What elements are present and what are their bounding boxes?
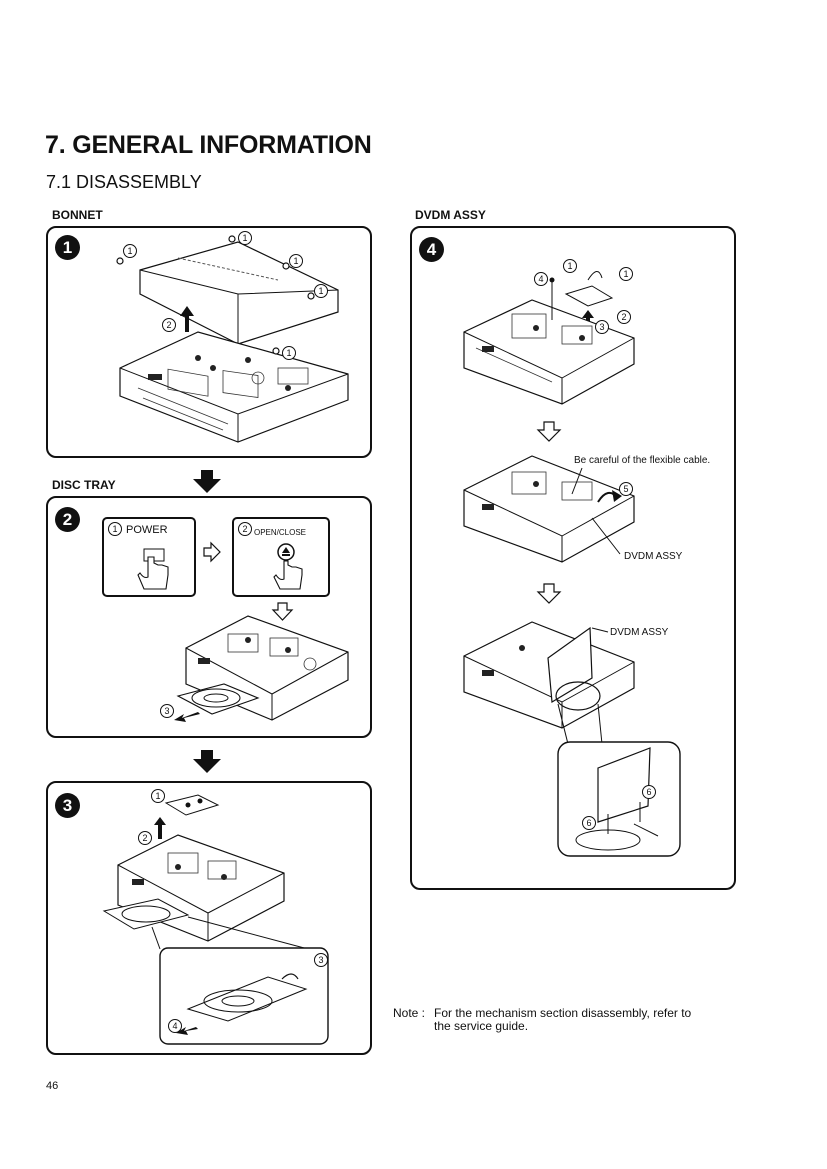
pointing-hand-icon: [137, 548, 169, 590]
note-line-1: For the mechanism section disassembly, r…: [434, 1006, 692, 1020]
callout-3: 3: [595, 320, 609, 334]
page-title: 7. GENERAL INFORMATION: [45, 131, 372, 159]
callout-3: 3: [160, 704, 174, 718]
callout-2: 2: [238, 522, 252, 536]
down-arrow-icon: [193, 750, 221, 773]
open-close-label: OPEN/CLOSE: [254, 528, 307, 537]
down-hollow-arrow-icon: [271, 602, 294, 621]
callout-1: 1: [563, 259, 577, 273]
down-arrow-icon: [193, 470, 221, 493]
callout-1: 1: [238, 231, 252, 245]
step-1-badge: 1: [55, 235, 80, 260]
dvdm-assy-label: DVDM ASSY: [624, 551, 683, 562]
page-number: 46: [46, 1080, 59, 1092]
disc-tray-panel: 2 1 POWER 2 OPEN/CLOSE: [46, 496, 372, 738]
callout-6: 6: [582, 816, 596, 830]
callout-5: 5: [619, 482, 633, 496]
step-4-badge: 4: [419, 237, 444, 262]
bonnet-illustration: [116, 235, 349, 443]
bonnet-heading: BONNET: [52, 208, 103, 222]
callout-1: 1: [123, 244, 137, 258]
callout-4: 4: [534, 272, 548, 286]
section-subtitle: 7.1 DISASSEMBLY: [46, 172, 202, 192]
disc-tray-heading: DISC TRAY: [52, 478, 116, 492]
eject-icon: [273, 543, 303, 590]
power-label: POWER: [126, 524, 168, 536]
callout-1: 1: [289, 254, 303, 268]
down-hollow-arrow-icon: [536, 421, 562, 442]
note-line-2: the service guide.: [434, 1019, 529, 1033]
callout-4: 4: [168, 1019, 182, 1033]
callout-1: 1: [108, 522, 122, 536]
tray-removal-panel: 3 1 2 3 4: [46, 781, 372, 1055]
callout-2: 2: [617, 310, 631, 324]
callout-1: 1: [282, 346, 296, 360]
callout-6: 6: [642, 785, 656, 799]
callout-2: 2: [138, 831, 152, 845]
tray-removal-illustration: [102, 794, 329, 1045]
open-close-step-box: 2 OPEN/CLOSE: [232, 517, 330, 597]
up-arrow-icon: [180, 306, 194, 332]
callout-1: 1: [619, 267, 633, 281]
callout-3: 3: [314, 953, 328, 967]
step-3-badge: 3: [55, 793, 80, 818]
dvdm-assy-illustration: [463, 271, 681, 857]
dvdm-assy-panel: 4: [410, 226, 736, 890]
bonnet-panel: 1 1 1 1 1: [46, 226, 372, 458]
down-hollow-arrow-icon: [536, 583, 562, 604]
callout-2: 2: [162, 318, 176, 332]
dvdm-assy-label: DVDM ASSY: [610, 627, 669, 638]
flexible-cable-caution: Be careful of the flexible cable.: [574, 455, 711, 466]
power-step-box: 1 POWER: [102, 517, 196, 597]
step-2-badge: 2: [55, 507, 80, 532]
right-hollow-arrow-icon: [203, 541, 221, 563]
callout-1: 1: [314, 284, 328, 298]
callout-1: 1: [151, 789, 165, 803]
note-prefix: Note :: [393, 1006, 426, 1020]
up-arrow-icon: [154, 817, 166, 839]
dvdm-assy-heading: DVDM ASSY: [415, 208, 486, 222]
disc-tray-illustration: [174, 615, 349, 722]
screw-icon: [116, 235, 315, 355]
